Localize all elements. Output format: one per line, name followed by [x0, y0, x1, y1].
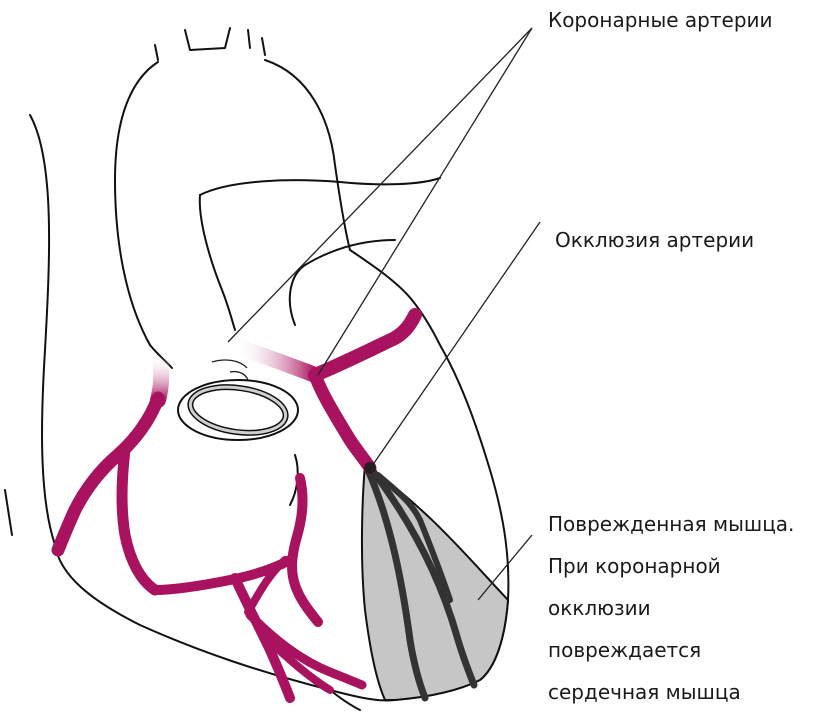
label-damaged-line-2: При коронарной	[548, 554, 721, 578]
heart-left-edge	[30, 115, 55, 545]
heart-left-small-mark	[5, 490, 12, 535]
circumflex-artery	[315, 315, 415, 375]
label-artery-occlusion: Окклюзия артерии	[555, 228, 754, 252]
anterior-descending-artery	[315, 375, 370, 468]
leader-coronary-1	[228, 28, 532, 342]
ventricular-branch	[292, 478, 318, 622]
right-coronary-artery	[58, 398, 158, 550]
label-damaged-line-3: окклюзии	[548, 596, 651, 620]
label-damaged-line-1: Поврежденная мышца.	[548, 512, 794, 536]
aorta-outline	[115, 28, 350, 368]
label-coronary-arteries: Коронарные артерии	[548, 8, 773, 32]
right-marginal-branch	[122, 450, 155, 590]
aortic-ring	[178, 360, 298, 505]
left-main-artery	[235, 345, 315, 375]
label-damaged-line-5: сердечная мышца	[548, 680, 741, 704]
damaged-muscle-region	[362, 465, 508, 700]
pulmonary-trunk-outline	[200, 178, 440, 330]
label-damaged-line-4: повреждается	[548, 638, 701, 662]
coronary-arteries	[58, 315, 415, 698]
leader-coronary-2	[318, 28, 532, 375]
